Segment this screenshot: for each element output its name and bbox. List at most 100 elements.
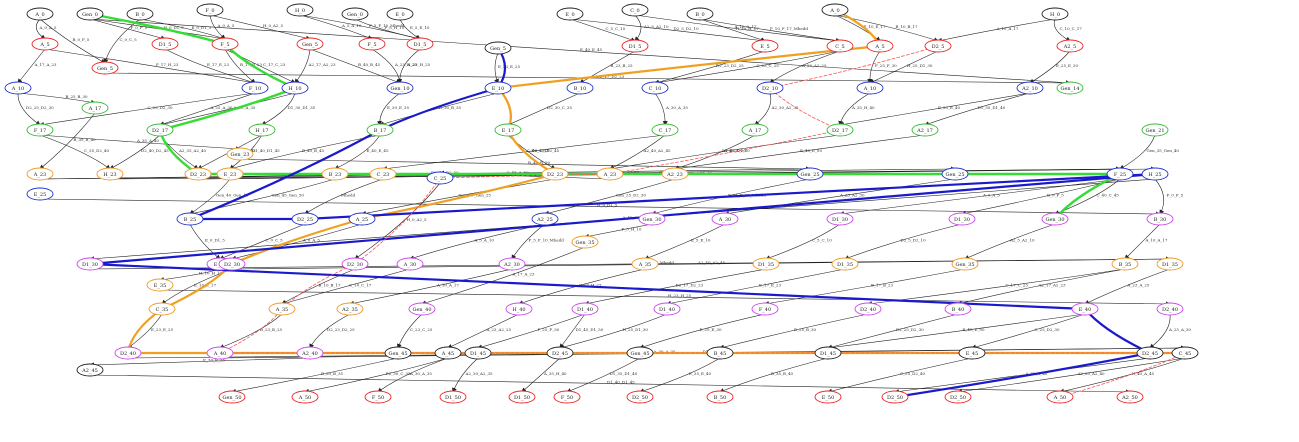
node-ellipse [114, 346, 142, 360]
graph-edge [39, 198, 1161, 217]
node-label: D2_25 [297, 217, 313, 223]
node-ellipse [281, 81, 309, 95]
graph-edge [159, 289, 1171, 307]
node-label: A_30 [403, 262, 416, 268]
graph-edge [39, 134, 111, 170]
node-label: A2_5 [1063, 44, 1076, 50]
graph-edge [224, 48, 296, 84]
node-label: D2_30 [347, 262, 363, 268]
node-ellipse [631, 257, 659, 271]
node-label: A_40 [213, 351, 226, 357]
edge-label: E_25_E_30 [1056, 63, 1078, 68]
node-label: D2_40 [1162, 307, 1178, 313]
graph-edge [699, 18, 766, 43]
graph-node: D2_10 [756, 81, 784, 95]
graph-edge [1149, 313, 1171, 349]
node-ellipse [31, 37, 59, 51]
graph-edge [361, 178, 556, 216]
edge-label: E_45_E_50 [963, 327, 985, 332]
node-label: D1_35 [758, 262, 774, 268]
graph-edge [309, 313, 351, 349]
edge-label: B_25_B_30 [794, 327, 817, 332]
node-ellipse [286, 3, 314, 17]
node-label: C_25 [434, 176, 447, 182]
edge-label: E_17_E_23 [759, 283, 781, 288]
node-label: E_50 [822, 395, 835, 401]
edge-label: F_17_H_23 [156, 62, 179, 67]
graph-edge [89, 357, 311, 368]
node-ellipse [651, 123, 679, 137]
graph-node: H_10 [281, 81, 309, 95]
edge-label: E_23_E_25 [498, 64, 520, 69]
graph-edge [494, 52, 499, 84]
node-label: A2_30 [503, 262, 520, 268]
edge-label: B_10_B_17 [319, 283, 342, 288]
graph-node: Gen_45 [626, 346, 654, 360]
node-label: D1_5 [629, 44, 642, 50]
graph-edge [39, 134, 241, 152]
node-ellipse [241, 81, 269, 95]
edge-label: D2_17_D2_23 [597, 74, 625, 79]
node-ellipse [1156, 257, 1184, 271]
graph-node: E_50 [814, 390, 842, 404]
edge-label: D2_23_D2_25 [327, 327, 355, 332]
node-label: A_35 [275, 307, 288, 313]
graph-edge [924, 92, 1031, 127]
node-label: B_45 [714, 351, 727, 357]
node-ellipse [686, 7, 714, 21]
node-label: D1_50 [445, 395, 461, 401]
graph-edge [666, 268, 846, 306]
edge-label: Mhedd [341, 193, 356, 198]
edge-label: F_10_F_17_Mhedd [770, 26, 808, 31]
node-ellipse [408, 302, 436, 316]
graph-node: C_5 [826, 39, 854, 53]
graph-edge [719, 357, 829, 393]
edge-label: F_0_F_5 [1167, 193, 1184, 198]
node-ellipse [248, 123, 276, 137]
node-label: Gen_40 [412, 307, 431, 313]
graph-node: D1_35 [831, 257, 859, 271]
node-ellipse [1141, 123, 1169, 137]
node-label: F_40 [759, 307, 771, 313]
edge-label: A_0_A_5 [217, 23, 235, 28]
edge-label: D2_30_C_35 [386, 371, 411, 376]
edge-label: E_5_E_10 [410, 25, 430, 30]
node-ellipse [621, 39, 649, 53]
graph-node: H_0 [286, 3, 314, 17]
edge-label: Gen_35_Gen_40 [1147, 148, 1180, 153]
node-label: E_35 [154, 283, 167, 289]
graph-edge [17, 92, 41, 126]
node-ellipse [369, 167, 397, 181]
graph-edge [39, 92, 256, 127]
node-ellipse [494, 123, 522, 137]
node-label: Gen_25 [945, 172, 964, 178]
node-ellipse [751, 302, 779, 316]
graph-edge [261, 92, 296, 126]
edge-label: A_17_A_23 [512, 272, 535, 277]
graph-node: C_0 [621, 3, 649, 17]
node-label: C_35 [156, 307, 169, 313]
edge-label: F_0_F_5 [131, 25, 148, 30]
graph-node: C_45 [1171, 346, 1199, 360]
node-label: F_5 [367, 42, 376, 48]
node-ellipse [146, 278, 174, 292]
edge-label: D2_23_D2_25 [716, 63, 744, 68]
edge-label: B_23_B_25 [611, 63, 634, 68]
graph-node: Gen_5 [484, 41, 512, 55]
graph-node: D1_5 [406, 37, 434, 51]
graph-node: D1_50 [439, 390, 467, 404]
edge-label: Cen_25_D2_30 [616, 193, 646, 198]
node-label: E_23 [224, 172, 237, 178]
node-label: B_0 [135, 12, 144, 18]
edge-label: C_0_C_5 [266, 238, 284, 243]
node-ellipse [752, 257, 780, 271]
edge-label: D2_25_D2_30 [896, 327, 924, 332]
graph-edge [1154, 178, 1165, 215]
node-label: D2_17 [152, 128, 168, 134]
node-ellipse [944, 302, 972, 316]
graph-node: E_23 [216, 167, 244, 181]
node-label: C_45 [1179, 351, 1192, 357]
edge-label: E_35_E_40 [689, 371, 711, 376]
node-ellipse [821, 3, 849, 17]
graph-edge [224, 48, 256, 84]
